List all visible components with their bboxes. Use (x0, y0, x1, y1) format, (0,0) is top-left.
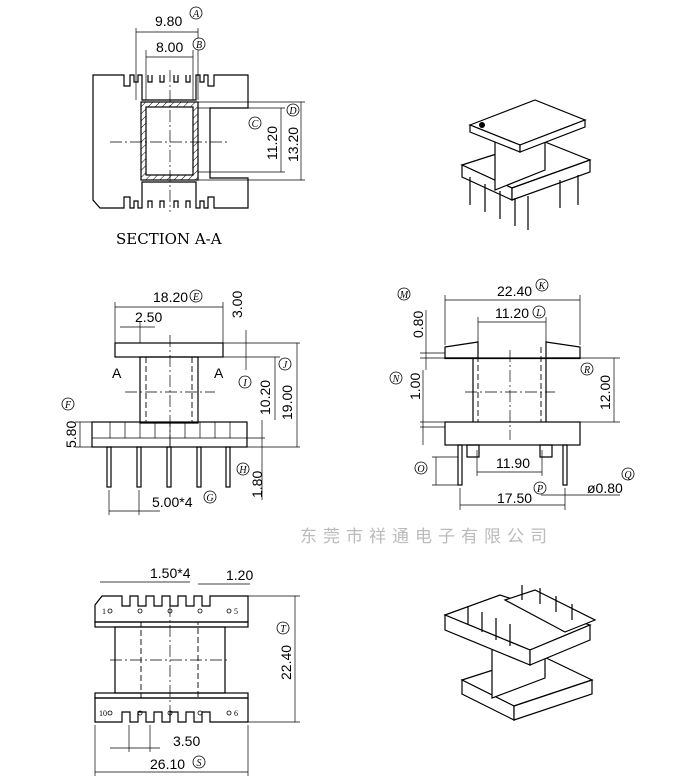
isometric-view-top (460, 99, 592, 230)
section-title: SECTION A-A (116, 230, 222, 248)
dim-label: G (206, 493, 213, 504)
dim-label: L (535, 308, 542, 319)
dim-value: 1.80 (249, 471, 265, 498)
section-marker: A (214, 365, 224, 381)
dim-label: Q (624, 470, 632, 481)
dim-label: E (192, 292, 199, 303)
dim-label: R (583, 365, 590, 376)
dim-value: 1.00 (407, 373, 423, 400)
dim-label: M (399, 290, 409, 301)
watermark: 东莞市祥通电子有限公司 (300, 527, 553, 547)
dim-value: 9.80 (155, 13, 182, 29)
dim-value: 26.10 (150, 756, 185, 772)
dim-value: 12.00 (597, 375, 613, 410)
dim-value: 3.00 (229, 291, 245, 318)
section-a-a-view: 9.80 A 8.00 B 11.20 C 13.20 D SECTION A-… (92, 6, 305, 248)
dim-value: 1.50*4 (150, 565, 191, 581)
bottom-view: 1 5 10 6 1.50*4 1.20 22.40 T 3.50 26.10 … (94, 565, 300, 776)
side-view: 22.40 K 11.20 L 0.80 M 1.00 N 12.00 R O … (389, 278, 635, 510)
dim-label: C (252, 119, 259, 130)
dim-value: 8.00 (156, 39, 183, 55)
dim-label: H (238, 465, 247, 476)
dim-value: 2.50 (135, 309, 162, 325)
dim-value: 3.50 (173, 733, 200, 749)
dim-value: 11.90 (496, 455, 530, 471)
dim-value: 18.20 (153, 289, 188, 305)
dim-value: 10.20 (257, 380, 273, 415)
dim-label: K (538, 281, 547, 292)
dim-value: 17.50 (497, 490, 532, 506)
dim-label: B (196, 40, 202, 51)
dim-label: O (417, 464, 424, 475)
dim-value: 5.00*4 (152, 494, 193, 510)
front-view: A A 18.20 E 2.50 3.00 10.20 I 19.00 J 5.… (61, 289, 300, 515)
pin-number: 10 (99, 709, 107, 718)
dim-value: 5.80 (63, 421, 79, 448)
dim-value: 11.20 (495, 305, 529, 321)
dim-label: N (392, 374, 401, 385)
dim-label: P (536, 484, 543, 495)
dim-label: D (288, 106, 297, 117)
dim-label: A (192, 9, 200, 20)
dim-value: 22.40 (497, 283, 532, 299)
dim-label: J (283, 360, 288, 371)
dim-label: I (242, 378, 247, 389)
dim-value: 0.80 (410, 311, 426, 338)
isometric-view-bottom (443, 585, 597, 721)
pin-number: 1 (102, 607, 106, 616)
pin-number: 6 (234, 709, 238, 718)
section-marker: A (112, 365, 122, 381)
dim-value: 13.20 (285, 127, 301, 162)
dim-label: S (197, 758, 202, 769)
dim-value: 22.40 (278, 645, 294, 680)
dim-value: 1.20 (226, 567, 253, 583)
pin-number: 5 (234, 607, 238, 616)
dim-value: 19.00 (279, 385, 295, 420)
dim-value: 11.20 (264, 126, 280, 160)
dim-label: F (64, 400, 72, 411)
dim-value: ø0.80 (587, 480, 623, 496)
dim-label: T (280, 624, 287, 635)
